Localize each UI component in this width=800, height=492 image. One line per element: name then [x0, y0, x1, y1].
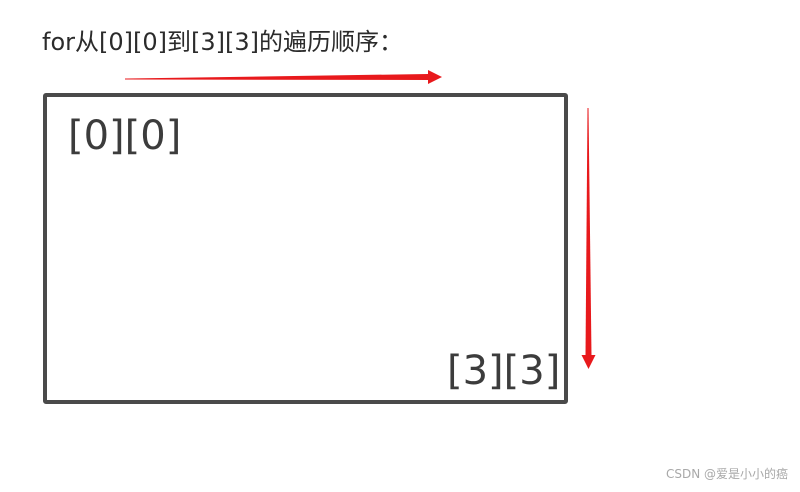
watermark: CSDN @爱是小小的癌 — [665, 467, 788, 481]
array-box — [43, 93, 568, 404]
vertical-arrowhead — [581, 355, 596, 369]
start-index-label: [0][0] — [68, 113, 182, 159]
end-index-label: [3][3] — [447, 348, 561, 394]
horizontal-arrowhead — [428, 70, 442, 84]
vertical-arrow-shaft — [585, 108, 592, 356]
diagram-title: for从[0][0]到[3][3]的遍历顺序： — [42, 28, 403, 56]
horizontal-arrow-shaft — [125, 74, 428, 80]
